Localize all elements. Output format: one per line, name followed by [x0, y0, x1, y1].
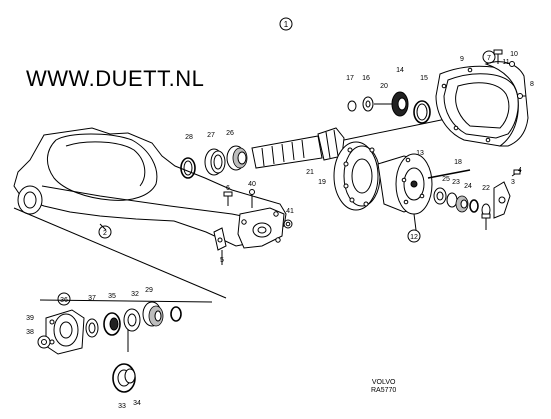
callout-34: 34: [133, 400, 141, 407]
callout-12-circle: [407, 229, 421, 243]
callout-3: 3: [511, 179, 515, 186]
callout-7-circle: [482, 50, 496, 64]
pinion-shaft: [251, 111, 481, 169]
callout-27: 27: [207, 132, 215, 139]
callout-2: 2: [103, 230, 107, 237]
callout-21: 21: [306, 169, 314, 176]
callout-22: 22: [482, 185, 490, 192]
figure-number: 1: [284, 20, 289, 29]
figure-number-circle: [279, 17, 293, 31]
callout-17: 17: [346, 75, 354, 82]
callout-28: 28: [185, 134, 193, 141]
callout-26: 26: [226, 130, 234, 137]
differential-cover: [435, 49, 529, 230]
callout-38: 38: [26, 329, 34, 336]
callout-2-circle: [98, 225, 112, 239]
construction-line: [13, 207, 227, 299]
brand-block: VOLVO RA5770: [371, 379, 396, 395]
ring-gear-and-carrier: [333, 141, 491, 231]
callout-10: 10: [510, 51, 518, 58]
part-callouts: 1 2 7 12 36 4 3 5 6 8 9 10 11 13 14 15 1…: [26, 17, 534, 410]
callout-12: 12: [410, 234, 418, 241]
callout-39: 39: [26, 315, 34, 322]
callout-7: 7: [487, 55, 491, 62]
callout-25: 25: [442, 176, 450, 183]
callout-18: 18: [454, 159, 462, 166]
callout-37: 37: [88, 295, 96, 302]
callout-40: 40: [248, 181, 256, 188]
pinion-bearing-set: [180, 145, 248, 179]
pinion-nut-parts: [493, 169, 521, 219]
brand-name: VOLVO: [371, 379, 396, 386]
callout-20: 20: [380, 83, 388, 90]
callout-23: 23: [452, 179, 460, 186]
website-watermark: WWW.DUETT.NL: [26, 66, 205, 91]
callout-36-circle: [57, 292, 71, 306]
callout-41: 41: [286, 208, 294, 215]
callout-6: 6: [226, 185, 230, 192]
callout-35: 35: [108, 293, 116, 300]
callout-24: 24: [464, 183, 472, 190]
side-gear-set: [347, 91, 431, 124]
callout-14: 14: [396, 67, 404, 74]
callout-32: 32: [131, 291, 139, 298]
callout-9: 9: [460, 56, 464, 63]
callout-16: 16: [362, 75, 370, 82]
leader-2: [99, 223, 107, 231]
callout-19: 19: [318, 179, 326, 186]
callout-5: 5: [220, 257, 224, 264]
callout-8: 8: [530, 81, 534, 88]
axle-housing: [13, 127, 293, 265]
ring-gear-bolt-holes: [343, 147, 375, 207]
callout-4: 4: [518, 167, 522, 174]
drive-flange-assembly: [37, 299, 213, 393]
callout-29: 29: [145, 287, 153, 294]
drawing-code: RA5770: [371, 387, 397, 394]
callout-15: 15: [420, 75, 428, 82]
callout-11: 11: [502, 59, 509, 66]
callout-33: 33: [118, 403, 126, 410]
callout-36: 36: [60, 297, 68, 304]
callout-13: 13: [416, 150, 424, 157]
